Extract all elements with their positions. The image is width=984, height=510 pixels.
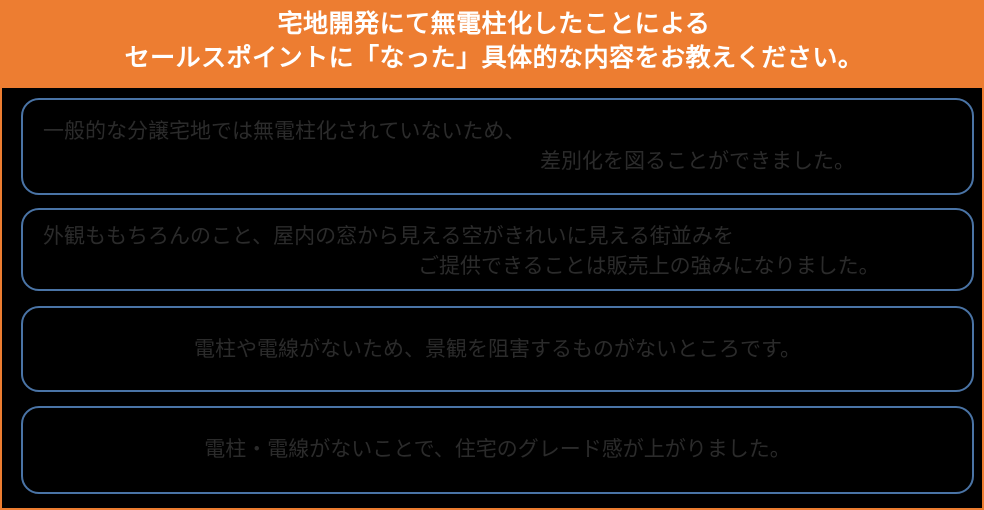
question-header: 宅地開発にて無電柱化したことによる セールスポイントに「なった」具体的な内容をお…	[2, 0, 984, 88]
answer-1-line-2: 差別化を図ることができました。	[540, 149, 855, 173]
answer-card-3: 電柱や電線がないため、景観を阻害するものがないところです。	[21, 306, 974, 392]
answer-card-4: 電柱・電線がないことで、住宅のグレード感が上がりました。	[21, 406, 974, 494]
answer-1-line-1: 一般的な分譲宅地では無電柱化されていないため、	[43, 119, 526, 143]
answer-2-line-2: ご提供できることは販売上の強みになりました。	[418, 254, 880, 278]
question-title-line-1: 宅地開発にて無電柱化したことによる	[277, 9, 711, 38]
answer-card-1: 一般的な分譲宅地では無電柱化されていないため、 差別化を図ることができました。	[21, 98, 974, 195]
answer-4-text: 電柱・電線がないことで、住宅のグレード感が上がりました。	[204, 437, 791, 461]
question-title-line-2: セールスポイントに「なった」具体的な内容をお教えください。	[124, 43, 864, 72]
answer-3-text: 電柱や電線がないため、景観を阻害するものがないところです。	[194, 337, 801, 361]
answer-card-2: 外観ももちろんのこと、屋内の窓から見える空がきれいに見える街並みを ご提供できる…	[21, 208, 974, 291]
answer-2-line-1: 外観ももちろんのこと、屋内の窓から見える空がきれいに見える街並みを	[43, 224, 734, 248]
